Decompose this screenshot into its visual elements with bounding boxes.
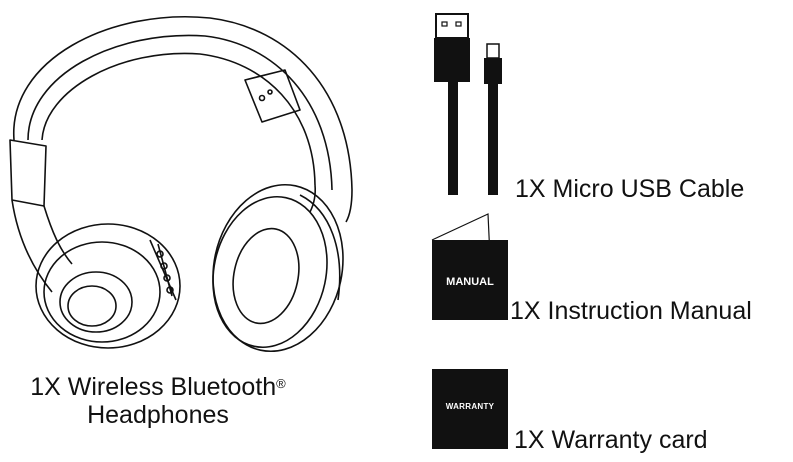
manual-label: 1X Instruction Manual (510, 297, 752, 325)
manual-booklet-icon (431, 213, 508, 320)
warranty-card-icon (432, 369, 508, 449)
headphones-label: 1X Wireless Bluetooth® Headphones (8, 373, 308, 429)
manual-box-text: MANUAL (446, 276, 494, 288)
warranty-label: 1X Warranty card (514, 426, 708, 454)
registered-mark: ® (276, 376, 286, 391)
headphones-label-line1: 1X Wireless Bluetooth (30, 373, 277, 401)
headphones-icon (9, 16, 353, 353)
headphones-label-line2: Headphones (87, 401, 229, 429)
usb-cable-icon (434, 13, 502, 195)
warranty-box-text: WARRANTY (445, 402, 495, 411)
cable-label: 1X Micro USB Cable (515, 175, 745, 203)
